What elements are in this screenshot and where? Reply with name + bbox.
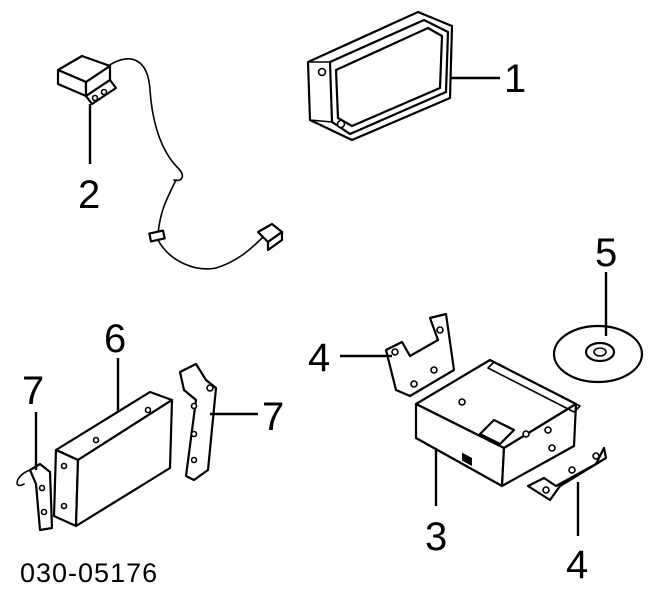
- antenna-cable-part: [56, 54, 284, 270]
- callout-7-right: 7: [262, 395, 284, 439]
- callout-7-left: 7: [22, 369, 44, 413]
- bracket-lower-part: [526, 446, 608, 502]
- bracket-upper-part: [384, 312, 456, 398]
- callout-1: 1: [504, 57, 526, 101]
- callout-2: 2: [78, 173, 100, 217]
- callout-4-lower: 4: [566, 543, 588, 587]
- callout-4-upper: 4: [308, 336, 330, 380]
- callout-3: 3: [425, 515, 447, 559]
- callout-6: 6: [104, 317, 126, 361]
- display-unit-part: [306, 10, 454, 142]
- diagram-part-number: 030-05176: [20, 558, 158, 588]
- disc-part: [552, 324, 644, 384]
- navigation-module-part: [52, 390, 174, 528]
- control-unit-part: [414, 358, 581, 488]
- side-bracket-left-part: [16, 462, 54, 532]
- side-bracket-right-part: [178, 362, 218, 482]
- callout-5: 5: [595, 231, 617, 275]
